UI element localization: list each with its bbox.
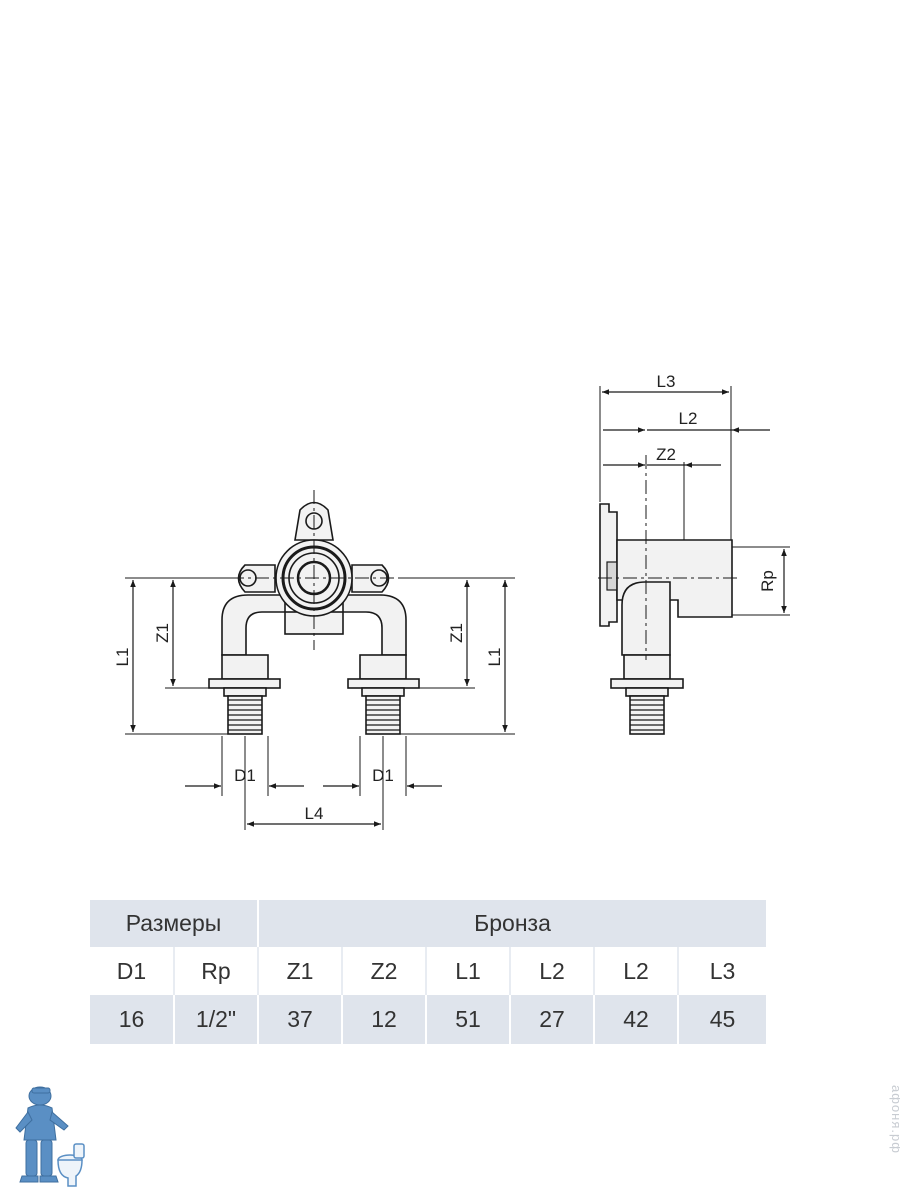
plumber-mascot-logo bbox=[15, 1086, 85, 1187]
table-header-row: Размеры Бронза bbox=[90, 900, 766, 947]
dim-label-z1-right: Z1 bbox=[447, 623, 466, 643]
header-sizes: Размеры bbox=[90, 900, 258, 947]
dim-label-z1-left: Z1 bbox=[153, 623, 172, 643]
dim-label-l4: L4 bbox=[305, 804, 324, 823]
table-cell: 12 bbox=[341, 995, 426, 1044]
column-header: Z2 bbox=[341, 947, 426, 995]
column-header: D1 bbox=[90, 947, 174, 995]
table-cell: 27 bbox=[509, 995, 594, 1044]
column-header: Z1 bbox=[257, 947, 342, 995]
watermark-text: афоня.рф bbox=[889, 1085, 900, 1154]
dim-label-d1-left: D1 bbox=[234, 766, 256, 785]
header-material: Бронза bbox=[257, 900, 766, 947]
column-header: L2 bbox=[509, 947, 594, 995]
table-cell: 37 bbox=[257, 995, 342, 1044]
right-elbow bbox=[342, 594, 407, 656]
table-cell: 42 bbox=[593, 995, 678, 1044]
front-view bbox=[125, 490, 515, 830]
table-cell: 1/2" bbox=[173, 995, 258, 1044]
column-header: Rp bbox=[173, 947, 258, 995]
dim-label-rp: Rp bbox=[758, 570, 777, 592]
technical-drawing: L1 Z1 Z1 L1 D1 D1 L4 bbox=[113, 372, 790, 830]
dim-label-l2: L2 bbox=[679, 409, 698, 428]
left-elbow bbox=[221, 594, 286, 656]
table-column-row: D1 Rp Z1 Z2 L1 L2 L2 L3 bbox=[90, 947, 766, 995]
dim-label-d1-right: D1 bbox=[372, 766, 394, 785]
table-cell: 16 bbox=[90, 995, 174, 1044]
side-view bbox=[598, 386, 790, 735]
dimensions-table: Размеры Бронза D1 Rp Z1 Z2 L1 L2 L2 L3 1… bbox=[90, 900, 766, 1044]
column-header: L3 bbox=[677, 947, 766, 995]
dim-label-z2: Z2 bbox=[656, 445, 676, 464]
dim-label-l1-left: L1 bbox=[113, 648, 132, 667]
column-header: L2 bbox=[593, 947, 678, 995]
dim-label-l3: L3 bbox=[657, 372, 676, 391]
table-cell: 45 bbox=[677, 995, 766, 1044]
column-header: L1 bbox=[425, 947, 510, 995]
table-cell: 51 bbox=[425, 995, 510, 1044]
table-value-row: 16 1/2" 37 12 51 27 42 45 bbox=[90, 995, 766, 1044]
dim-label-l1-right: L1 bbox=[485, 648, 504, 667]
